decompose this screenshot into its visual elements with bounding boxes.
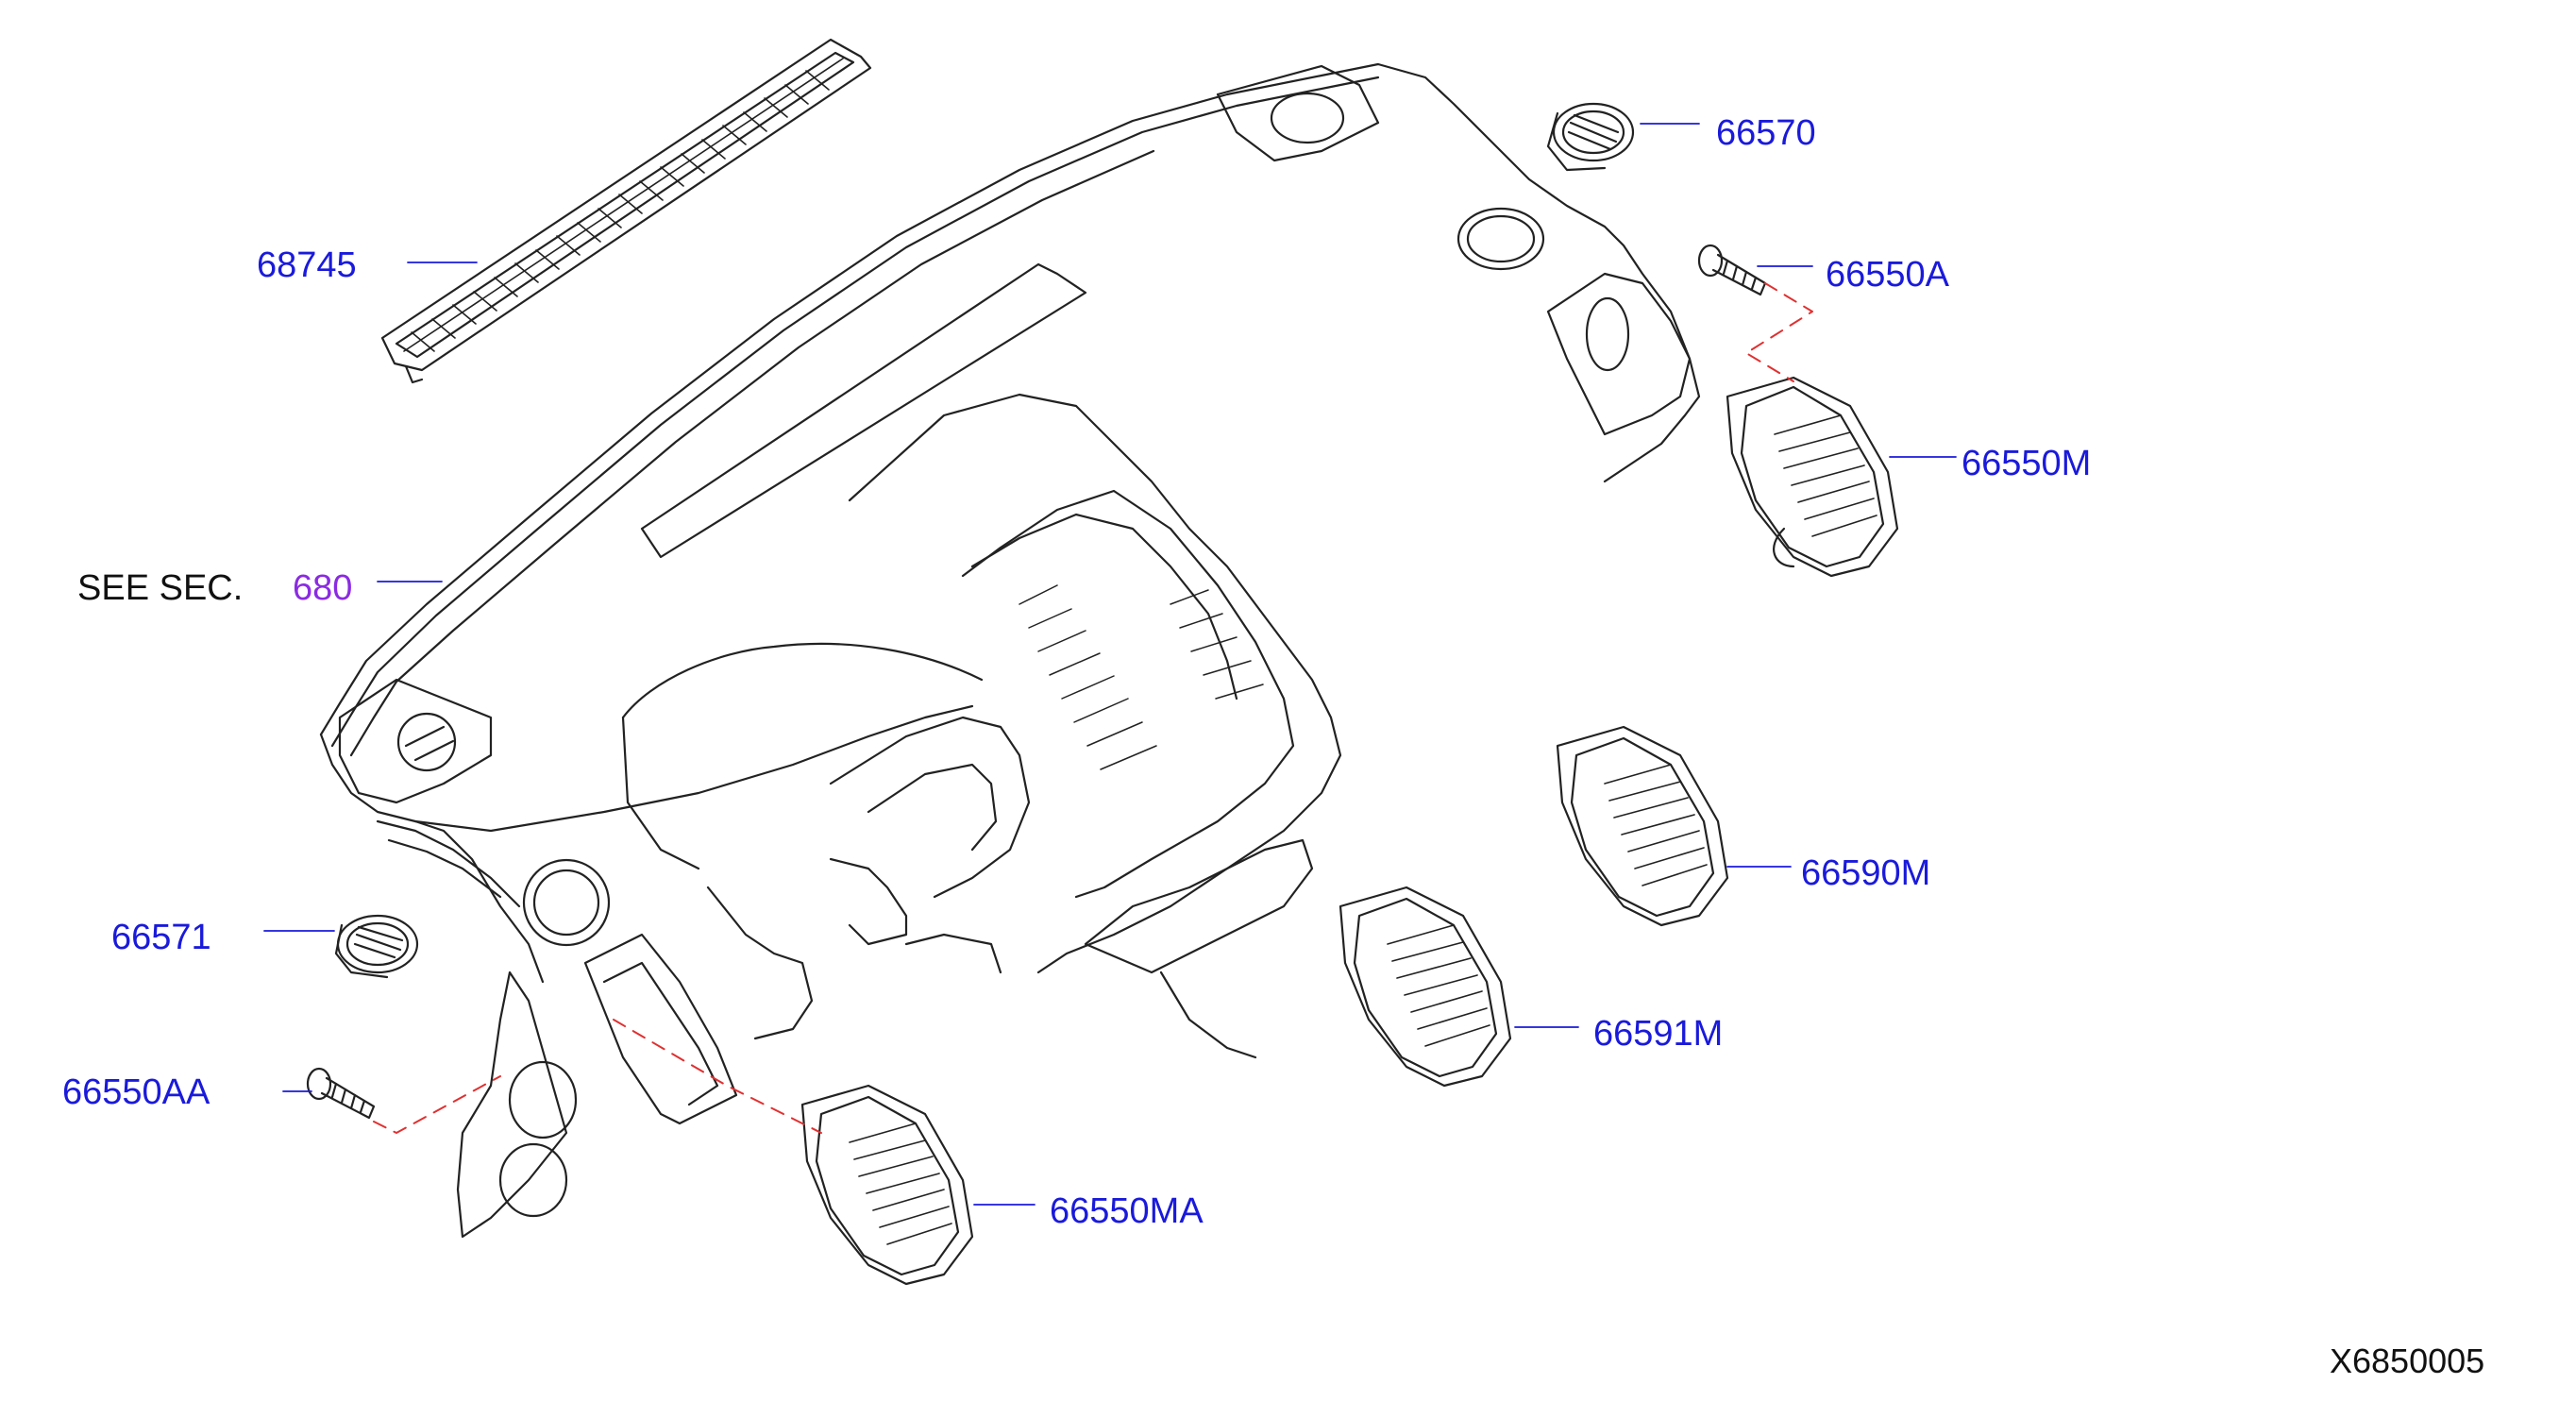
vent-66550ma-drawing [800, 1084, 974, 1286]
part-number-66550ma[interactable]: 66550MA [1050, 1191, 1204, 1231]
vent-66591m-drawing [1339, 886, 1512, 1088]
part-number-66550a[interactable]: 66550A [1826, 255, 1950, 295]
defroster-grille-drawing [380, 38, 872, 384]
leader-lines [263, 123, 1957, 1206]
part-number-66590m[interactable]: 66590M [1801, 853, 1931, 893]
part-number-66570[interactable]: 66570 [1716, 113, 1816, 153]
part-number-66591m[interactable]: 66591M [1593, 1014, 1724, 1054]
vent-66571-drawing [334, 914, 419, 979]
instrument-panel-drawing [319, 62, 1701, 1239]
see-section-number[interactable]: 680 [293, 568, 353, 608]
see-section-text: SEE SEC. [77, 568, 244, 608]
vent-66570-drawing [1546, 102, 1635, 172]
screw-66550a-drawing [1697, 244, 1767, 296]
assembly-dashed-lines [373, 282, 1813, 1134]
part-number-66550aa[interactable]: 66550AA [62, 1072, 210, 1112]
part-number-66550m[interactable]: 66550M [1961, 444, 2092, 483]
vent-66590m-drawing [1556, 725, 1729, 927]
screw-66550aa-drawing [306, 1067, 376, 1120]
drawing-code: X6850005 [2330, 1342, 2485, 1380]
vent-66550m-drawing [1726, 376, 1899, 578]
part-number-66571[interactable]: 66571 [111, 918, 211, 957]
part-number-68745[interactable]: 68745 [257, 245, 357, 285]
